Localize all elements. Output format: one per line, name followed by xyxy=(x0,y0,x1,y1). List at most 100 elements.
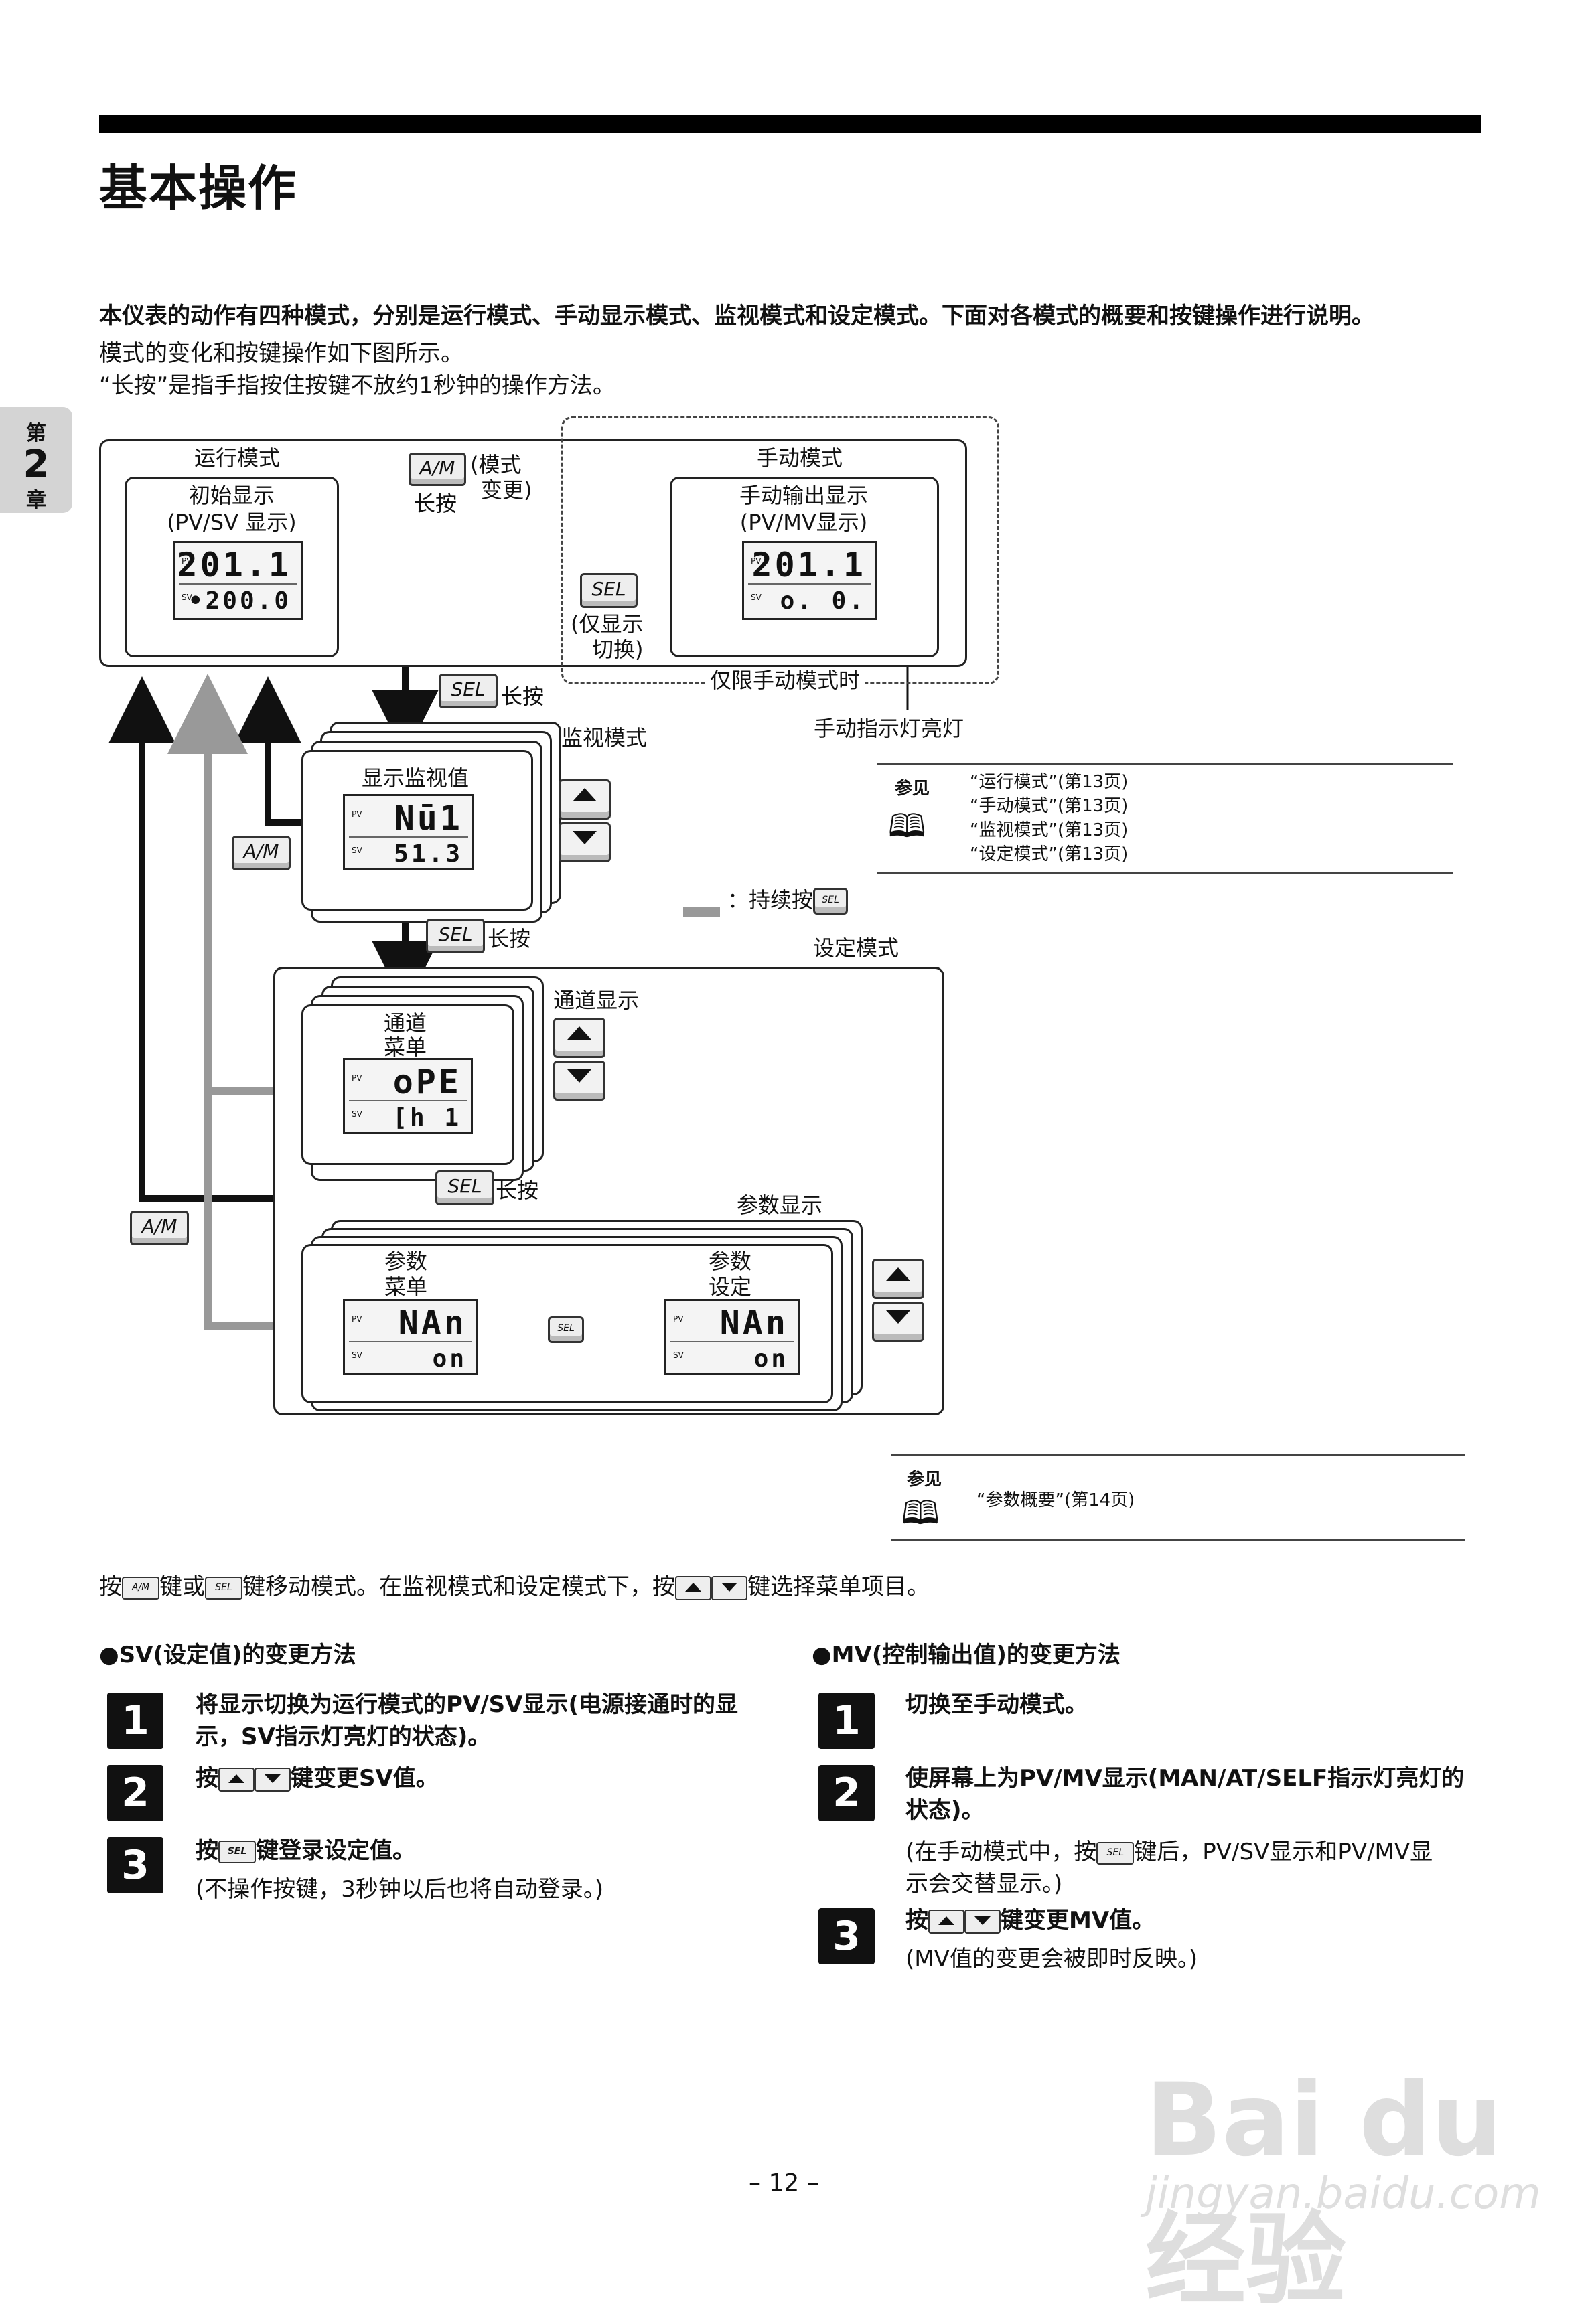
step-number: 3 xyxy=(818,1908,875,1964)
intro-line-3: “长按”是指手指按住按键不放约1秒钟的操作方法。 xyxy=(99,372,615,399)
reference-item: “手动模式”(第13页) xyxy=(970,796,1129,816)
mv-step-1: 切换至手动模式。 xyxy=(905,1691,1088,1718)
setting-mode-label: 设定模式 xyxy=(813,935,899,961)
mv-section-title: ●MV(控制输出值)的变更方法 xyxy=(812,1642,1120,1669)
reference-item: “参数概要”(第14页) xyxy=(976,1490,1135,1510)
long-press-label: 长按 xyxy=(488,926,531,951)
sel-key[interactable]: SEL xyxy=(439,674,498,708)
chapter-number: 2 xyxy=(23,443,50,486)
down-key[interactable] xyxy=(872,1302,924,1342)
lcd-sv-label: SV xyxy=(352,1350,362,1360)
continuous-press-label: ：持续按 xyxy=(727,887,814,913)
sel-key[interactable]: SEL xyxy=(813,888,848,915)
page-title: 基本操作 xyxy=(99,160,298,216)
triangle-up-icon xyxy=(573,788,597,801)
intro-line-2: 模式的变化和按键操作如下图所示。 xyxy=(99,340,463,367)
down-key[interactable] xyxy=(711,1575,747,1600)
reference-label: 参见 xyxy=(895,779,930,799)
chapter-suffix: 章 xyxy=(26,489,46,512)
lcd-pv-label: PV xyxy=(673,1314,684,1324)
sel-key[interactable]: SEL xyxy=(218,1840,256,1863)
long-press-label: 长按 xyxy=(496,1178,539,1203)
step-number: 1 xyxy=(818,1693,875,1749)
channel-lcd: PV SV oPE [h 1 xyxy=(343,1058,473,1134)
mode-change-label-1: (模式 xyxy=(470,452,522,477)
display-switch-label-1: (仅显示 xyxy=(571,611,644,637)
run-lcd: PV SV 201.1 •200.0 xyxy=(173,541,303,620)
manual-output-sublabel: (PV/MV显示) xyxy=(739,510,868,535)
book-icon: 🕮 xyxy=(901,1494,940,1532)
down-key[interactable] xyxy=(559,822,611,862)
up-key[interactable] xyxy=(872,1259,924,1299)
am-key[interactable]: A/M xyxy=(409,453,466,486)
lcd-sv-label: SV xyxy=(673,1350,684,1360)
sel-key[interactable]: SEL xyxy=(205,1576,242,1600)
param-set-lcd-sv: on xyxy=(753,1345,788,1373)
lcd-pv-label: PV xyxy=(352,1314,362,1324)
param-set-lcd: PV SV NAn on xyxy=(664,1299,800,1375)
down-key[interactable] xyxy=(964,1909,1001,1934)
up-key[interactable] xyxy=(928,1909,964,1934)
arrow-param-to-run-grey xyxy=(204,1091,301,1330)
display-switch-label-2: 切换) xyxy=(592,637,644,662)
channel-label-2: 菜单 xyxy=(383,1034,427,1060)
up-key[interactable] xyxy=(675,1575,711,1600)
reference-item: “运行模式”(第13页) xyxy=(970,772,1129,792)
intro-line-1: 本仪表的动作有四种模式，分别是运行模式、手动显示模式、监视模式和设定模式。下面对… xyxy=(99,303,1374,329)
parameter-display-label: 参数显示 xyxy=(737,1192,823,1218)
channel-display-label: 通道显示 xyxy=(553,988,640,1013)
mv-step-3: 按键变更MV值。 (MV值的变更会被即时反映。) xyxy=(905,1907,1198,1972)
param-menu-lcd-pv: NAn xyxy=(398,1304,467,1342)
param-set-label-2: 设定 xyxy=(708,1274,751,1300)
monitor-lcd-sv: 51.3 xyxy=(394,840,463,868)
monitor-mode-label: 监视模式 xyxy=(561,725,648,751)
arrow-setting-to-run xyxy=(108,676,273,1202)
step-number: 2 xyxy=(107,1765,163,1821)
sel-key[interactable]: SEL xyxy=(426,919,485,953)
sel-key[interactable]: SEL xyxy=(435,1170,494,1205)
monitor-lcd: PV SV Nū1 51.3 xyxy=(343,794,474,870)
am-key[interactable]: A/M xyxy=(130,1211,189,1245)
manual-mode-label: 手动模式 xyxy=(757,445,843,471)
step-number: 1 xyxy=(107,1693,163,1749)
sel-key[interactable]: SEL xyxy=(548,1316,584,1343)
up-key[interactable] xyxy=(559,779,611,820)
param-menu-label-1: 参数 xyxy=(384,1249,427,1274)
arrow-monitor-to-run xyxy=(234,676,301,826)
mode-change-label-2: 变更) xyxy=(481,477,532,503)
book-icon: 🕮 xyxy=(888,807,926,845)
initial-display-sublabel: (PV/SV 显示) xyxy=(167,510,297,535)
monitor-lcd-pv: Nū1 xyxy=(394,799,463,838)
down-key[interactable] xyxy=(255,1767,291,1792)
up-key[interactable] xyxy=(218,1767,255,1792)
am-key[interactable]: A/M xyxy=(122,1576,159,1600)
channel-label-1: 通道 xyxy=(383,1010,427,1036)
lcd-pv-label: PV xyxy=(182,556,192,566)
sv-step-2: 按键变更SV值。 xyxy=(196,1765,439,1792)
am-key[interactable]: A/M xyxy=(232,836,291,870)
triangle-up-icon xyxy=(567,1026,591,1040)
reference-item: “设定模式”(第13页) xyxy=(970,844,1129,864)
triangle-down-icon xyxy=(567,1069,591,1083)
sel-key[interactable]: SEL xyxy=(580,573,638,608)
param-menu-label-2: 菜单 xyxy=(384,1274,427,1300)
step-number: 2 xyxy=(818,1765,875,1821)
lcd-pv-label: PV xyxy=(352,1073,362,1083)
channel-lcd-sv: [h 1 xyxy=(392,1104,461,1132)
long-press-label: 长按 xyxy=(501,684,545,709)
lcd-sv-label: SV xyxy=(182,593,192,602)
lcd-pv-label: PV xyxy=(352,809,362,819)
lcd-pv-label: PV xyxy=(751,556,762,566)
chapter-tab: 第 2 章 xyxy=(0,407,72,513)
manual-only-label: 仅限手动模式时 xyxy=(705,668,866,692)
reference-box-modes xyxy=(877,763,1453,874)
page-number: – 12 – xyxy=(749,2169,819,2197)
sel-key[interactable]: SEL xyxy=(1096,1841,1135,1865)
up-key[interactable] xyxy=(553,1018,605,1058)
reference-list: “运行模式”(第13页) “手动模式”(第13页) “监视模式”(第13页) “… xyxy=(970,770,1128,866)
run-lcd-sv: •200.0 xyxy=(188,587,291,615)
triangle-down-icon xyxy=(886,1310,910,1324)
down-key[interactable] xyxy=(553,1061,605,1101)
